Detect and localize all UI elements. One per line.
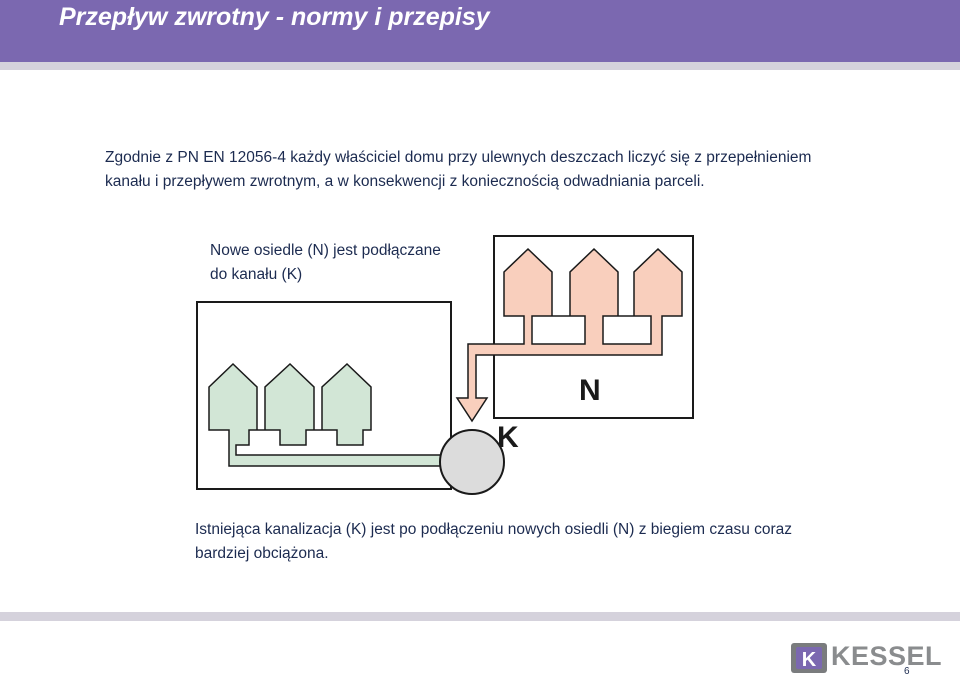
label-k: K	[497, 421, 519, 454]
header-divider	[0, 62, 960, 70]
kessel-logo-mark: K	[791, 643, 827, 673]
header-bar: Przepływ zwrotny - normy i przepisy	[0, 0, 960, 62]
label-n: N	[579, 374, 601, 407]
kessel-logo-mark-letter: K	[802, 649, 817, 671]
page-number: 6	[904, 666, 910, 677]
sewer-circle	[439, 429, 505, 495]
kessel-logo: K KESSEL	[790, 640, 943, 674]
slide-title: Przepływ zwrotny - normy i przepisy	[59, 3, 490, 31]
new-settlement-houses-network	[455, 247, 683, 423]
existing-houses-network	[208, 362, 445, 467]
new-settlement-label: Nowe osiedle (N) jest podłączane do kana…	[210, 242, 441, 283]
footer-divider	[0, 612, 960, 621]
bottom-paragraph: Istniejąca kanalizacja (K) jest po podłą…	[195, 521, 793, 562]
intro-paragraph: Zgodnie z PN EN 12056-4 każdy właściciel…	[105, 149, 812, 190]
kessel-logo-text: KESSEL	[831, 641, 943, 671]
